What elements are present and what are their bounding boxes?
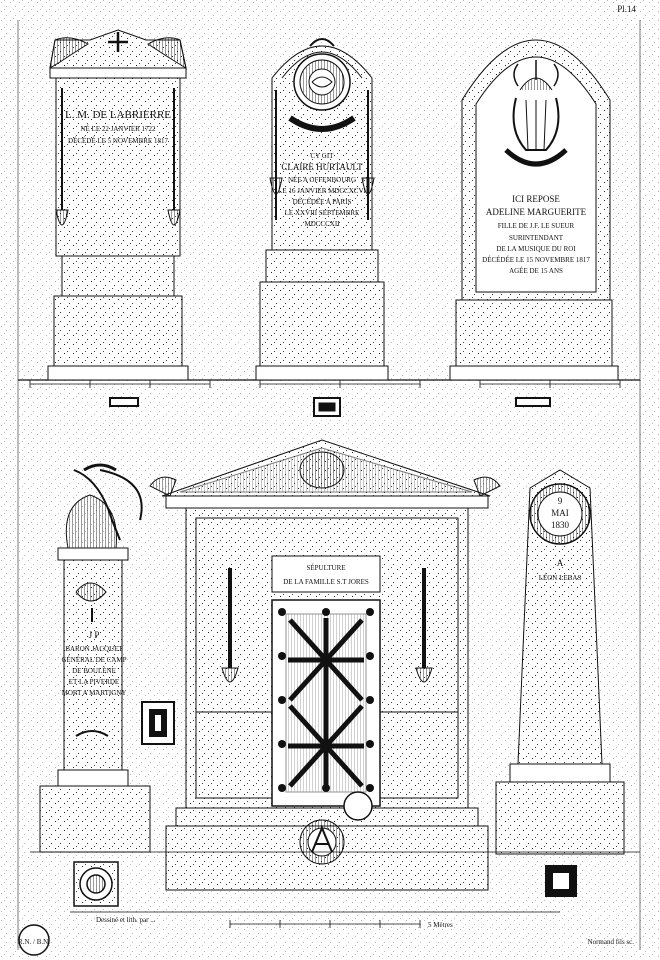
lesueur-line5: DE LA MUSIQUE DU ROI bbox=[496, 245, 576, 253]
hurtault-line7: MDCCCXII bbox=[304, 220, 340, 228]
footer-left: Dessiné et lith. par ... bbox=[96, 916, 156, 924]
stamp-text: R.N. / B.N. bbox=[18, 938, 50, 946]
plate-number: Pl.14 bbox=[617, 4, 636, 14]
monument-labrierre bbox=[47, 29, 189, 381]
labrierre-born: NÉ LE 22 JANVIER 1722 bbox=[80, 125, 156, 133]
tomb-line2: DE LA FAMILLE S.T JORES bbox=[283, 578, 369, 586]
jacquet-line5: ET LA PIVERDE bbox=[69, 678, 119, 686]
hurtault-line2: CLAIRE HURTAULT bbox=[281, 162, 363, 172]
lebas-wreath1: 9 bbox=[558, 496, 563, 506]
scale-bar-bottom bbox=[30, 851, 640, 928]
lebas-line1: A bbox=[557, 558, 564, 568]
plan-column bbox=[141, 701, 175, 745]
library-stamp: R.N. / B.N. bbox=[18, 924, 50, 956]
stele-lesueur bbox=[449, 39, 619, 381]
labrierre-name: L. M. DE LABRIERRE bbox=[65, 109, 171, 121]
hurtault-line1: CY GIT bbox=[311, 152, 335, 160]
jacquet-line3: GÉNÉRAL DE CAMP bbox=[61, 656, 126, 664]
lebas-wreath3: 1830 bbox=[551, 520, 570, 530]
jacquet-line4: DE BOULÈNE bbox=[72, 667, 116, 675]
jacquet-line2: BARON JACQUET bbox=[65, 645, 123, 653]
lebas-wreath2: MAI bbox=[551, 508, 569, 518]
jacquet-line1: J P bbox=[89, 630, 100, 640]
scale-label: 5 Mètres bbox=[428, 921, 453, 929]
tomb-line1: SÉPULTURE bbox=[306, 564, 345, 572]
lesueur-line4: SURINTENDANT bbox=[509, 234, 564, 242]
column-jacquet bbox=[39, 463, 151, 853]
hurtault-line4: LE 16 JANVIER MDCCXCVI bbox=[278, 187, 366, 195]
lesueur-line3: FILLE DE J.F. LE SUEUR bbox=[498, 222, 575, 230]
lesueur-line6: DÉCÉDÉE LE 15 NOVEMBRE 1817 bbox=[482, 256, 590, 264]
lesueur-line2: ADELINE MARGUERITE bbox=[486, 207, 587, 217]
stele-hurtault bbox=[255, 38, 389, 381]
lesueur-line1: ICI REPOSE bbox=[512, 194, 560, 204]
lesueur-line7: AGÉE DE 15 ANS bbox=[509, 267, 563, 275]
plan-medallion-left bbox=[73, 861, 119, 907]
hurtault-line3: NÉE A OFFENBOURG bbox=[288, 176, 356, 184]
scale-bar-top bbox=[29, 380, 621, 388]
labrierre-died: DÉCÉDÉ LE 5 NOVEMBRE 1817 bbox=[68, 137, 168, 145]
lebas-line2: LÉON LEBAS bbox=[539, 574, 582, 582]
plan-plaques bbox=[109, 397, 551, 417]
obelisk-lebas bbox=[495, 469, 625, 855]
hurtault-line6: LE XXVIII SEPTEMBRE bbox=[285, 209, 360, 217]
jacquet-line6: MORT A MARTIGNY bbox=[62, 689, 127, 697]
plan-square-right bbox=[545, 865, 577, 897]
footer-right: Normand fils sc. bbox=[588, 938, 635, 946]
tomb-st-jores bbox=[149, 439, 501, 891]
hurtault-line5: DÉCÉDÉE A PARIS bbox=[293, 198, 352, 206]
